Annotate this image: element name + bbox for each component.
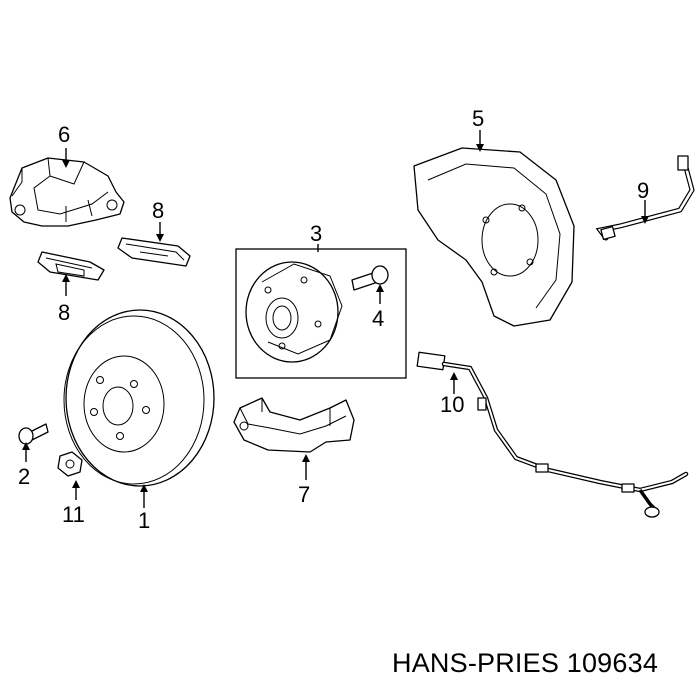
callout-4: 4 bbox=[372, 306, 384, 331]
brake-hose bbox=[595, 155, 695, 241]
hub-assembly-box bbox=[235, 248, 407, 379]
abs-sensor-cable bbox=[416, 351, 689, 518]
callout-5: 5 bbox=[472, 106, 484, 131]
dust-shield bbox=[413, 147, 575, 327]
callout-1: 1 bbox=[138, 508, 150, 533]
hub-bolt bbox=[351, 265, 389, 291]
callout-8-upper: 8 bbox=[152, 198, 164, 223]
callout-3: 3 bbox=[310, 221, 322, 246]
leader-lines bbox=[22, 130, 649, 508]
callout-7: 7 bbox=[298, 482, 310, 507]
bolt bbox=[18, 423, 49, 445]
brake-pad-lower bbox=[37, 251, 105, 281]
callout-11: 11 bbox=[62, 502, 85, 527]
callout-10: 10 bbox=[440, 392, 464, 417]
caliper-bracket bbox=[233, 397, 355, 453]
callout-9: 9 bbox=[637, 178, 649, 203]
callout-8-lower: 8 bbox=[58, 300, 70, 325]
footer-caption: HANS-PRIES 109634 bbox=[392, 648, 658, 679]
nut bbox=[57, 451, 83, 477]
brake-rotor bbox=[63, 309, 215, 487]
brake-caliper bbox=[9, 157, 125, 227]
callout-2: 2 bbox=[18, 464, 30, 489]
callout-6: 6 bbox=[58, 122, 70, 147]
brake-pad-upper bbox=[117, 237, 191, 267]
part-number: 109634 bbox=[566, 648, 659, 678]
brand-name: HANS-PRIES bbox=[392, 648, 560, 678]
